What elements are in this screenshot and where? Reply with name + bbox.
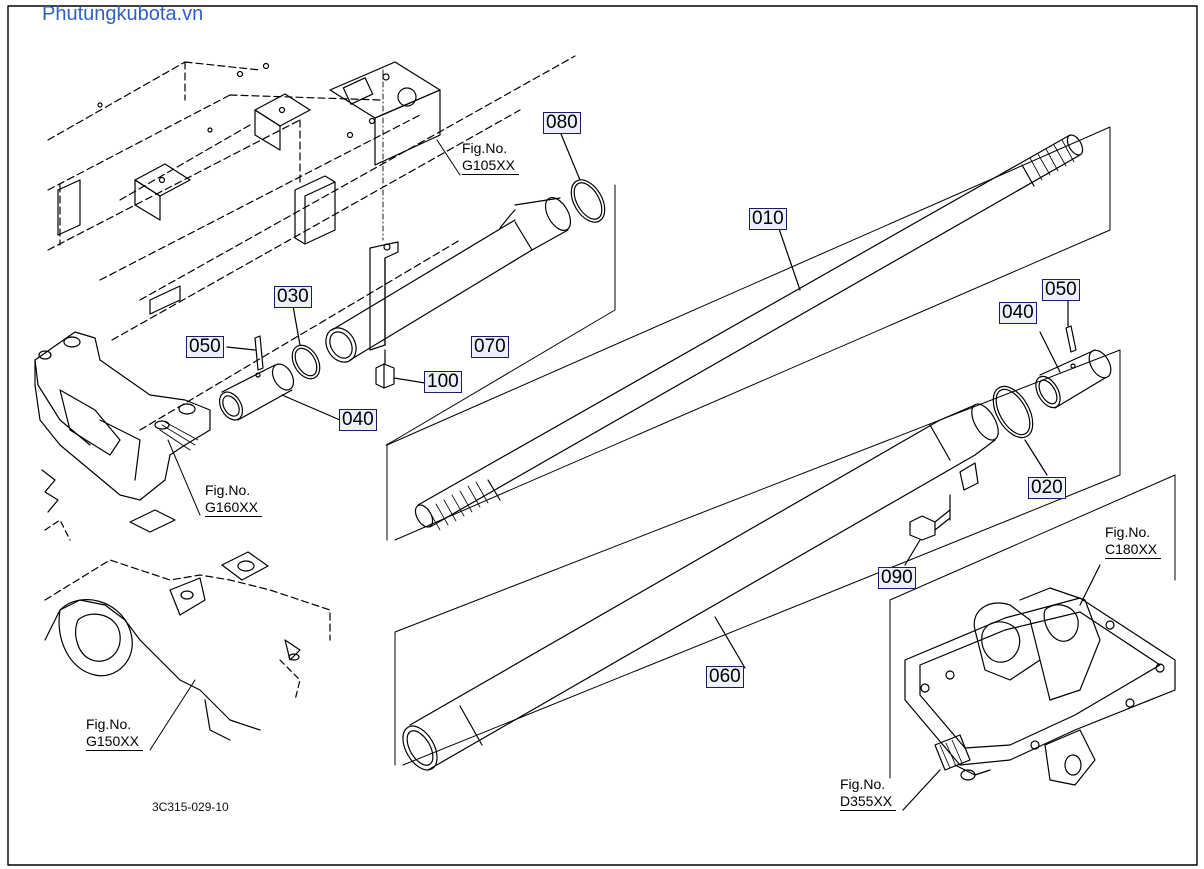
part-group-frame-070 xyxy=(386,185,615,445)
part-label-040-left[interactable]: 040 xyxy=(339,409,377,431)
part-label-050-right[interactable]: 050 xyxy=(1042,279,1080,301)
collar-040-left xyxy=(215,360,340,424)
part-label-020[interactable]: 020 xyxy=(1028,477,1066,499)
fig-ref-prefix: Fig.No. xyxy=(840,776,886,792)
part-group-frame-c180 xyxy=(890,475,1175,778)
lower-left-axle-housing xyxy=(45,552,330,740)
fig-ref-code: C180XX xyxy=(1105,541,1162,559)
part-label-050-left[interactable]: 050 xyxy=(186,336,224,358)
part-group-frame-060 xyxy=(395,350,1120,765)
part-label-010[interactable]: 010 xyxy=(749,208,787,230)
bolt-090 xyxy=(905,495,950,565)
o-ring-080 xyxy=(561,134,612,228)
collar-040-right xyxy=(1031,332,1115,412)
fig-ref-g160[interactable]: Fig.No. G160XX xyxy=(205,482,262,517)
part-label-080[interactable]: 080 xyxy=(543,112,581,134)
drawing-frame xyxy=(8,6,1197,865)
fig-ref-c180[interactable]: Fig.No. C180XX xyxy=(1105,524,1162,559)
fig-ref-prefix: Fig.No. xyxy=(205,482,251,498)
part-group-frame-010 xyxy=(387,127,1110,540)
left-housing-casting xyxy=(35,332,210,540)
tube-060 xyxy=(396,400,1004,776)
part-label-100[interactable]: 100 xyxy=(424,371,462,393)
tube-070 xyxy=(320,193,576,367)
part-label-090[interactable]: 090 xyxy=(878,567,916,589)
part-label-070[interactable]: 070 xyxy=(471,336,509,358)
fig-ref-d355[interactable]: Fig.No. D355XX xyxy=(840,776,897,811)
drawing-number: 3C315-029-10 xyxy=(152,800,229,814)
pin-050-left xyxy=(227,336,263,370)
fig-ref-code: G150XX xyxy=(86,733,143,751)
frame-assembly-top-left xyxy=(48,56,575,430)
fig-ref-code: D355XX xyxy=(840,793,897,811)
part-label-040-right[interactable]: 040 xyxy=(999,302,1037,324)
fig-ref-g150[interactable]: Fig.No. G150XX xyxy=(86,716,143,751)
shaft-010 xyxy=(412,132,1086,530)
fig-ref-prefix: Fig.No. xyxy=(1105,524,1151,540)
bolt-100 xyxy=(376,350,425,388)
pin-050-right xyxy=(1066,300,1076,352)
o-ring-030 xyxy=(287,306,326,384)
part-label-030[interactable]: 030 xyxy=(274,286,312,308)
reference-leaders xyxy=(150,140,460,750)
watermark-text: Phutungkubota.vn xyxy=(42,3,204,25)
o-ring-020 xyxy=(985,380,1047,475)
differential-housing xyxy=(903,565,1175,810)
strap-bracket xyxy=(370,70,398,350)
part-label-060[interactable]: 060 xyxy=(706,666,744,688)
fig-ref-prefix: Fig.No. xyxy=(86,716,132,732)
fig-ref-g105[interactable]: Fig.No. G105XX xyxy=(462,140,519,175)
fig-ref-prefix: Fig.No. xyxy=(462,140,508,156)
fig-ref-code: G160XX xyxy=(205,499,262,517)
fig-ref-code: G105XX xyxy=(462,157,519,175)
